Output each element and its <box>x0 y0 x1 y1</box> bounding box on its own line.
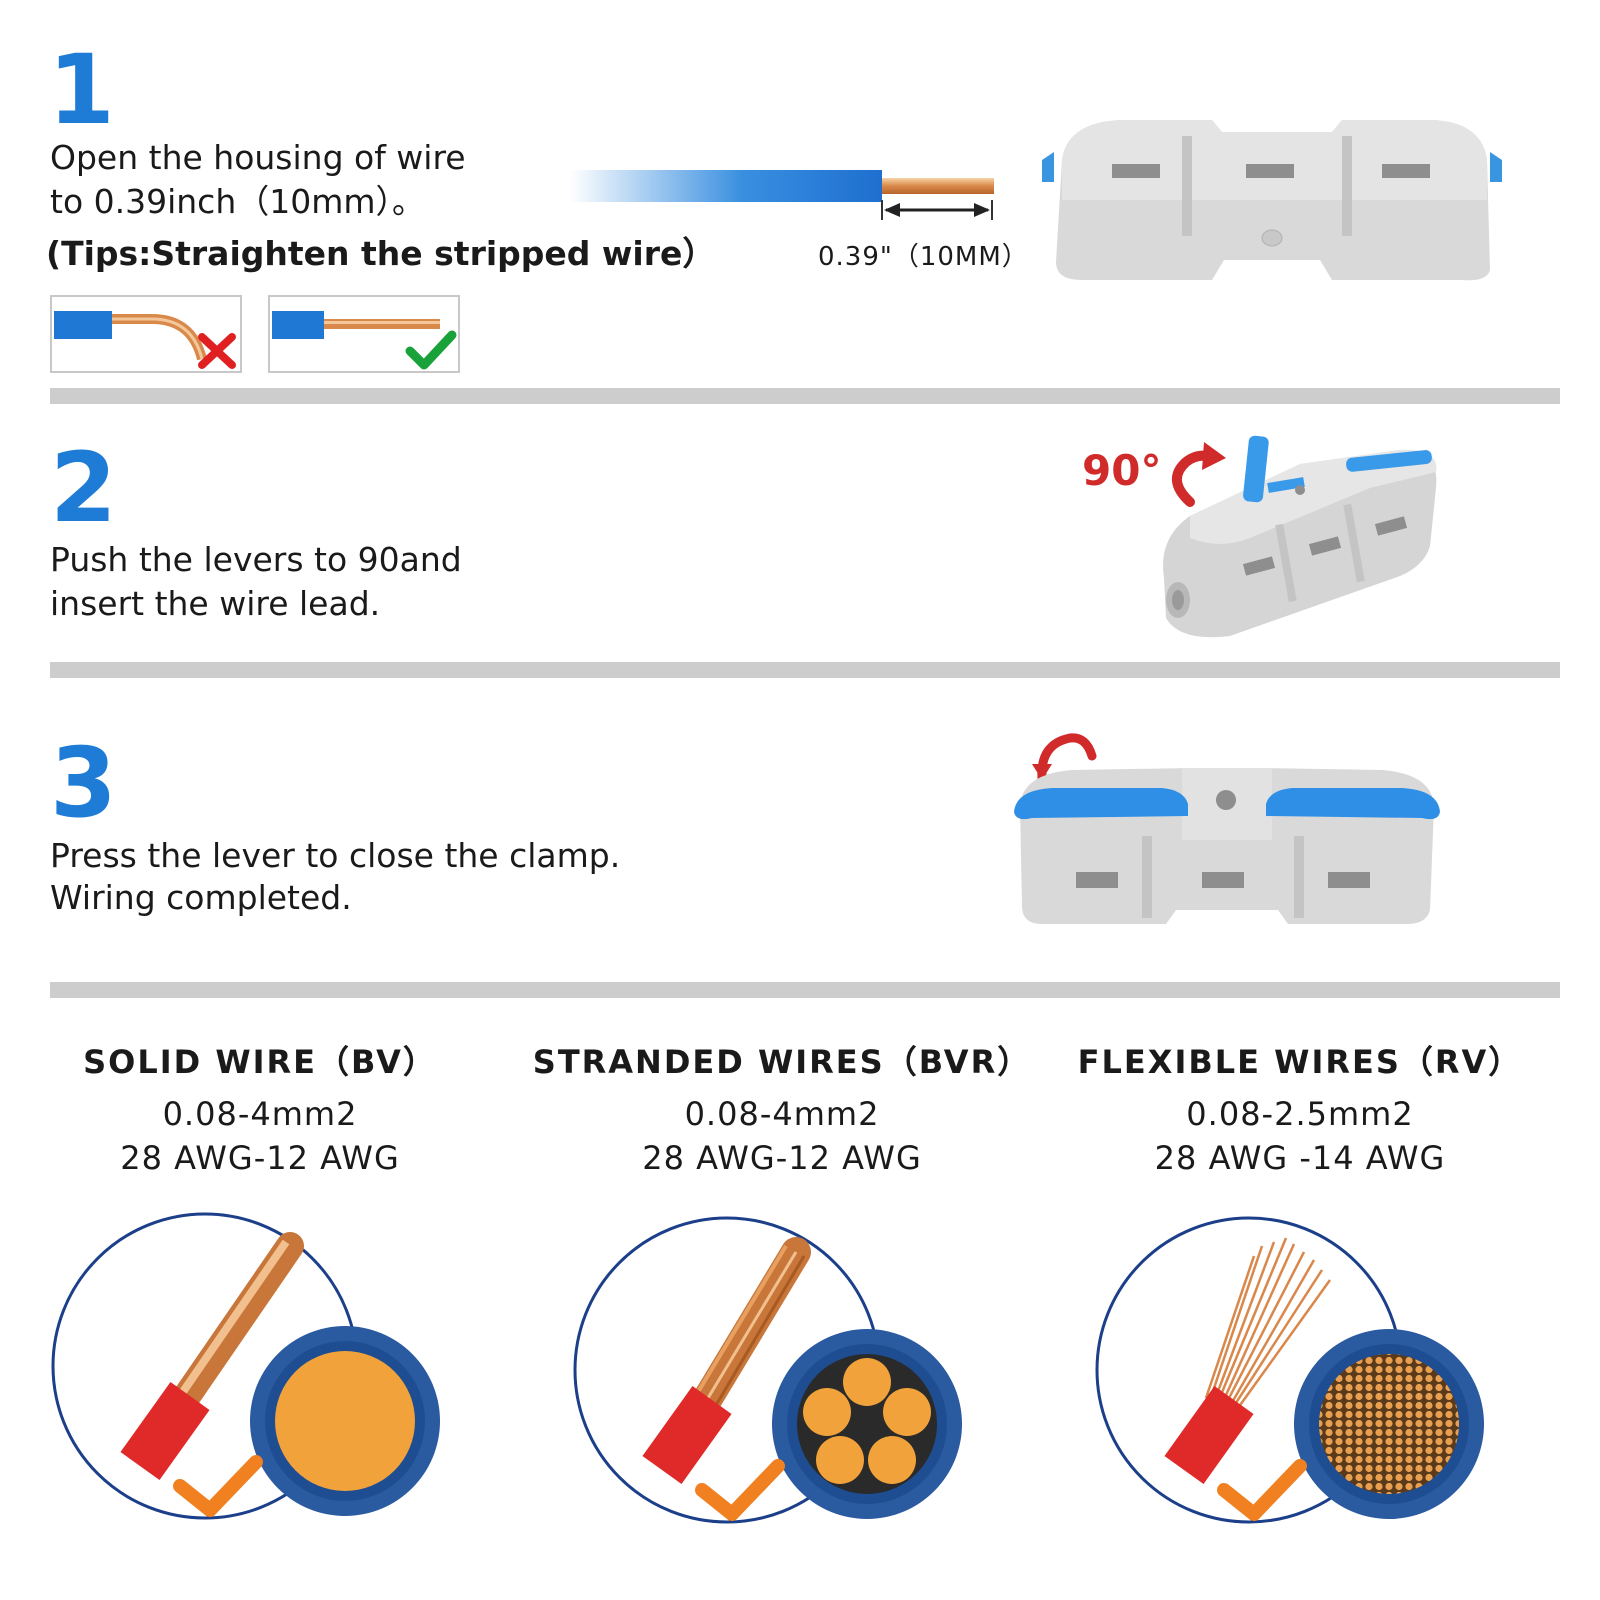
step-1-tips: (Tips:Straighten the stripped wire） <box>46 234 716 273</box>
step-3-number: 3 <box>50 727 117 839</box>
check-icon <box>405 330 457 370</box>
step-2-line-1: Push the levers to 90and <box>50 540 462 579</box>
check-icon <box>695 1459 785 1521</box>
angle-label: 90° <box>1082 446 1162 495</box>
cross-icon <box>198 333 236 369</box>
wire-type-awg: 28 AWG-12 AWG <box>642 1139 922 1177</box>
connector-top-image <box>1042 112 1502 287</box>
wire-type-size: 0.08-2.5mm2 <box>1186 1095 1414 1133</box>
wire-type-flexible: FLEXIBLE WIRES（RV） 0.08-2.5mm2 28 AWG -1… <box>1040 1040 1560 1180</box>
step-1-line-1: Open the housing of wire <box>50 138 466 177</box>
flexible-wire-illustration <box>1094 1212 1494 1532</box>
close-lever-arrow-icon <box>1032 733 1097 780</box>
section-divider-3 <box>50 982 1560 998</box>
wire-type-awg: 28 AWG-12 AWG <box>120 1139 400 1177</box>
wire-type-solid: SOLID WIRE（BV） 0.08-4mm2 28 AWG-12 AWG <box>0 1040 520 1180</box>
section-divider-1 <box>50 388 1560 404</box>
step-1-number: 1 <box>48 34 115 146</box>
wire-type-title: STRANDED WIRES（BVR） <box>532 1043 1032 1081</box>
wire-type-size: 0.08-4mm2 <box>162 1095 358 1133</box>
section-divider-2 <box>50 662 1560 678</box>
check-icon <box>1217 1459 1307 1521</box>
stripped-wire-illustration <box>570 160 1030 240</box>
connector-open-image <box>1150 428 1450 643</box>
step-3-line-1: Press the lever to close the clamp. <box>50 836 621 875</box>
straight-wire-example <box>268 295 460 373</box>
wire-type-size: 0.08-4mm2 <box>684 1095 880 1133</box>
step-2-line-2: insert the wire lead. <box>50 584 381 623</box>
curved-arrow-icon <box>1172 442 1226 507</box>
wire-type-awg: 28 AWG -14 AWG <box>1154 1139 1446 1177</box>
step-3-line-2: Wiring completed. <box>50 878 352 917</box>
wire-type-stranded: STRANDED WIRES（BVR） 0.08-4mm2 28 AWG-12 … <box>522 1040 1042 1180</box>
check-icon <box>173 1455 263 1517</box>
strip-length-label: 0.39"（10MM） <box>818 242 1029 272</box>
step-2-number: 2 <box>50 432 117 544</box>
stranded-wire-illustration <box>572 1212 972 1532</box>
solid-wire-illustration <box>50 1206 450 1526</box>
bent-wire-example <box>50 295 242 373</box>
connector-closed-image <box>1012 760 1442 930</box>
step-1-line-2: to 0.39inch（10mm）。 <box>50 182 426 221</box>
wire-type-title: FLEXIBLE WIRES（RV） <box>1077 1043 1523 1081</box>
wire-type-title: SOLID WIRE（BV） <box>83 1043 437 1081</box>
